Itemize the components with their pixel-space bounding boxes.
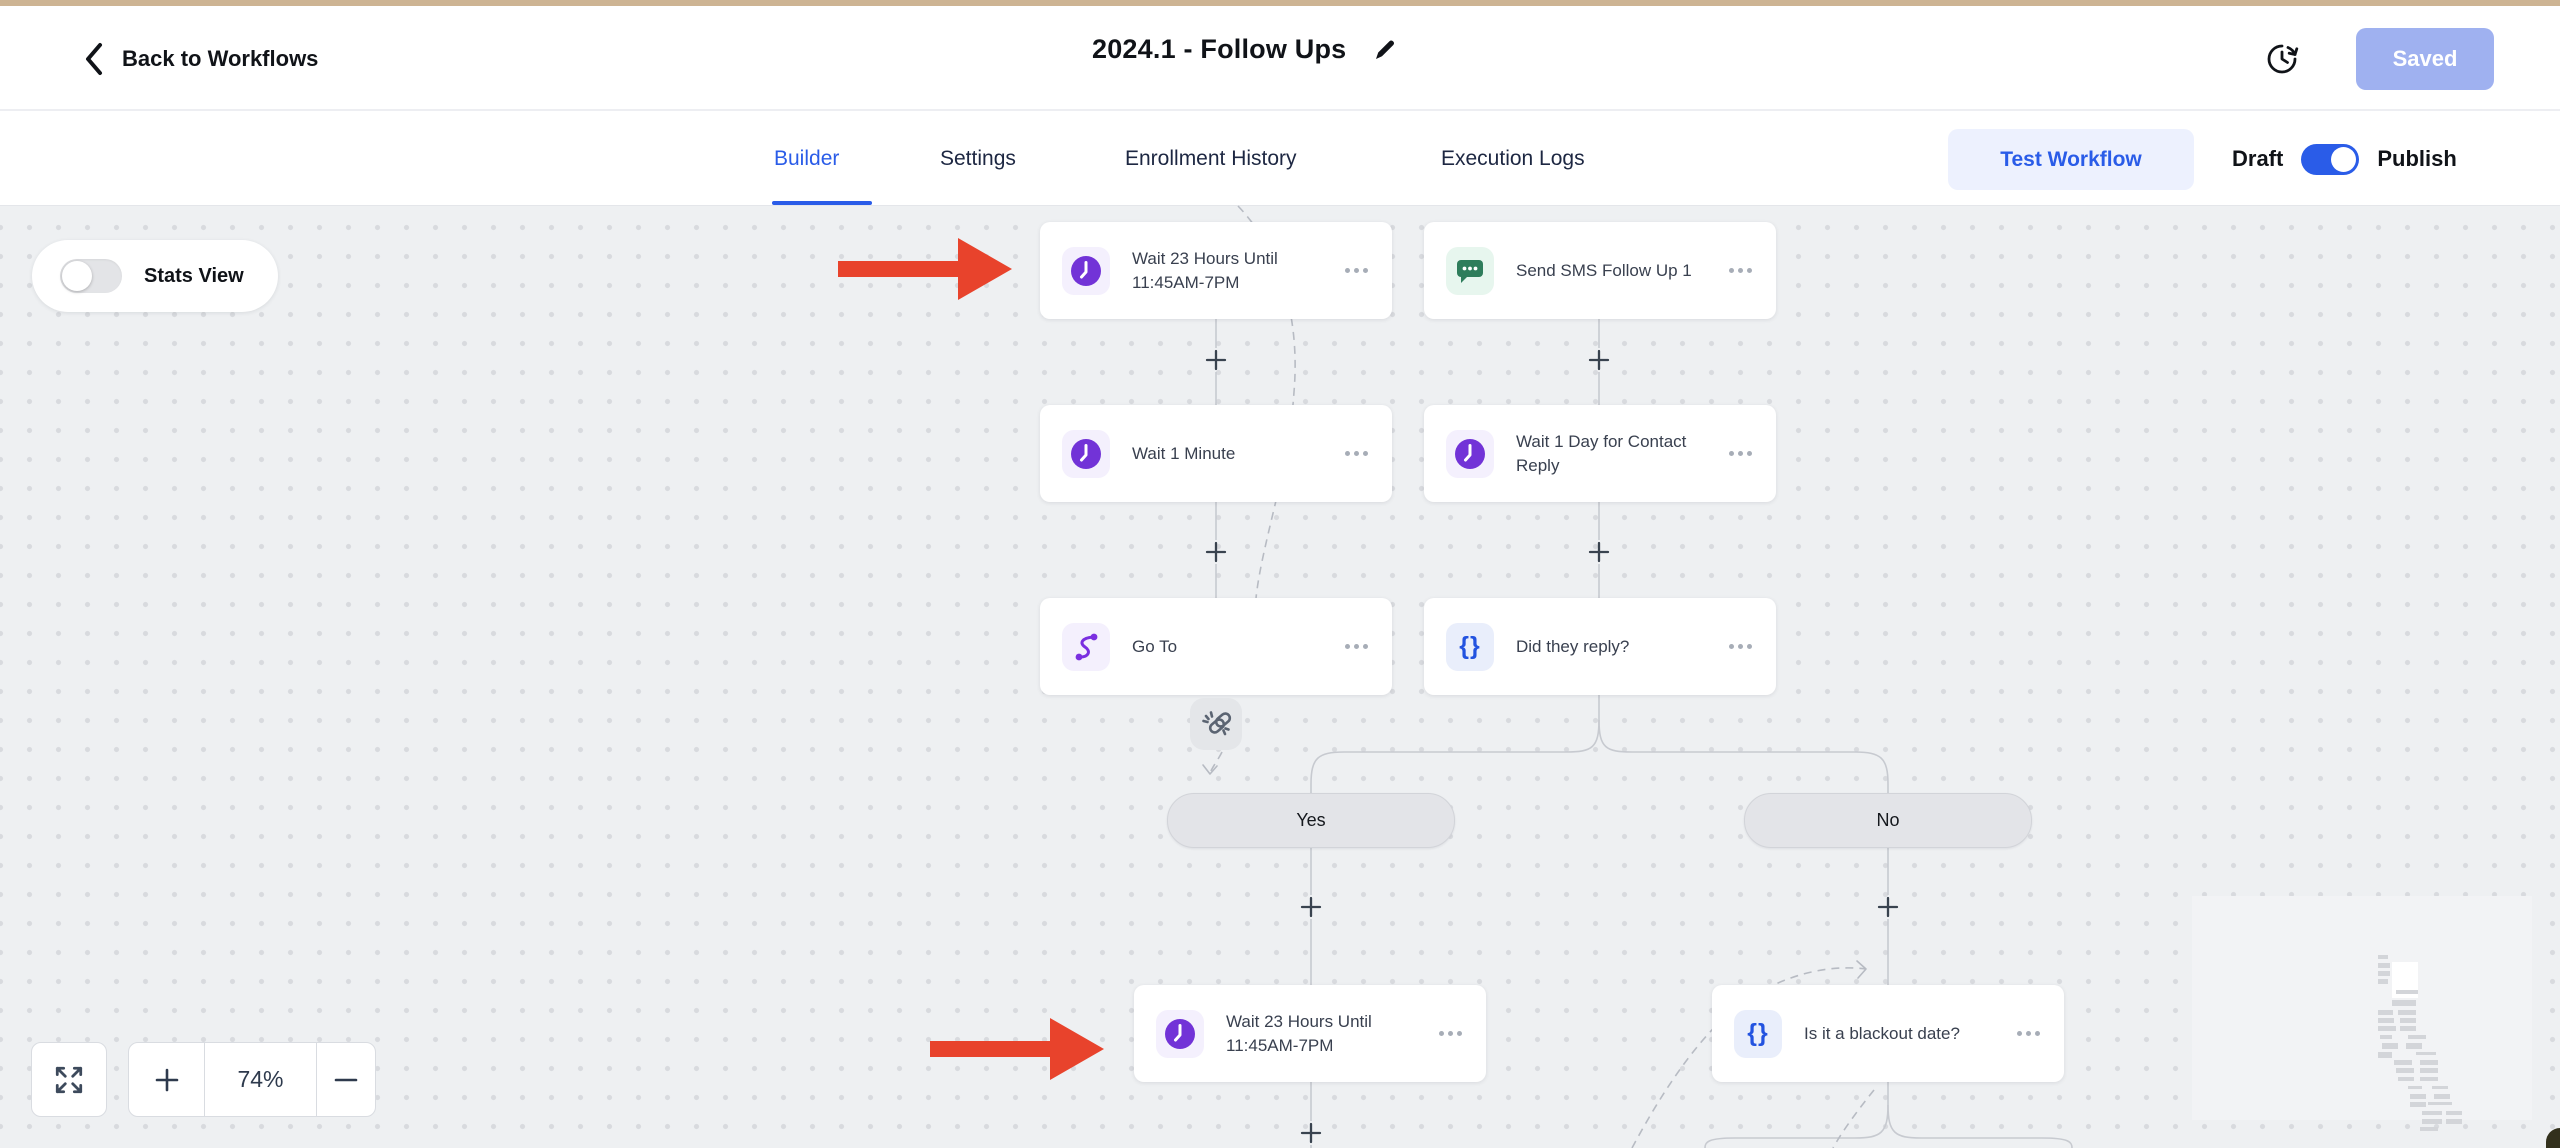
add-step-button[interactable] (1587, 540, 1611, 564)
route-icon (1062, 622, 1110, 671)
active-tab-underline (772, 201, 872, 205)
add-step-button[interactable] (1204, 348, 1228, 372)
clock-icon (1156, 1009, 1204, 1058)
publish-label: Publish (2377, 146, 2457, 171)
chevron-left-icon (86, 43, 102, 75)
node-menu-button[interactable] (1727, 445, 1754, 462)
node-go-to[interactable]: Go To (1040, 598, 1392, 695)
toggle-knob (62, 261, 92, 291)
node-label: Wait 23 Hours Until 11:45AM-7PM (1132, 248, 1278, 292)
edit-title-icon[interactable] (1372, 37, 1398, 63)
node-label: Did they reply? (1516, 636, 1630, 656)
zoom-control: 74% (128, 1042, 376, 1117)
node-wait-23-hours-top[interactable]: Wait 23 Hours Until 11:45AM-7PM (1040, 222, 1392, 319)
node-label: Wait 1 Minute (1132, 443, 1236, 463)
clock-icon (1446, 429, 1494, 478)
top-accent-strip (0, 0, 2560, 6)
add-step-button[interactable] (1587, 348, 1611, 372)
node-did-they-reply[interactable]: {} Did they reply? (1424, 598, 1776, 695)
node-menu-button[interactable] (1727, 262, 1754, 279)
toggle-knob (2331, 146, 2357, 172)
stats-view-control: Stats View (32, 240, 278, 312)
watermark-zone (2192, 896, 2532, 1120)
node-is-it-a-blackout-date[interactable]: {} Is it a blackout date? (1712, 985, 2064, 1082)
publish-toggle-group: Draft Publish (2232, 113, 2457, 205)
node-label: Wait 23 Hours Until 11:45AM-7PM (1226, 1011, 1372, 1055)
node-label: Go To (1132, 636, 1178, 656)
tab-builder[interactable]: Builder (774, 147, 840, 170)
add-step-button[interactable] (1299, 895, 1323, 919)
node-label: Wait 1 Day for Contact Reply (1516, 431, 1687, 475)
broken-link-icon (1190, 698, 1242, 750)
branch-yes[interactable]: Yes (1167, 793, 1455, 848)
zoom-in-button[interactable] (129, 1043, 205, 1116)
tab-bar: Builder Settings Enrollment History Exec… (0, 113, 2560, 205)
branch-no[interactable]: No (1744, 793, 2032, 848)
node-menu-button[interactable] (1727, 638, 1754, 655)
back-to-workflows-button[interactable]: Back to Workflows (84, 42, 318, 76)
node-menu-button[interactable] (2015, 1025, 2042, 1042)
saved-button[interactable]: Saved (2356, 28, 2494, 90)
node-menu-button[interactable] (1343, 445, 1370, 462)
zoom-out-button[interactable] (317, 1043, 375, 1116)
cursor-artifact (2546, 1128, 2560, 1148)
add-step-button[interactable] (1204, 540, 1228, 564)
fit-to-screen-button[interactable] (31, 1042, 107, 1117)
test-workflow-button[interactable]: Test Workflow (1948, 129, 2194, 190)
node-label: Send SMS Follow Up 1 (1516, 260, 1692, 280)
workflow-title: 2024.1 - Follow Ups (1092, 34, 1347, 64)
node-send-sms-follow-up-1[interactable]: Send SMS Follow Up 1 (1424, 222, 1776, 319)
clock-icon (1062, 429, 1110, 478)
braces-icon: {} (1734, 1009, 1782, 1058)
sms-icon (1446, 246, 1494, 295)
node-label: Is it a blackout date? (1804, 1023, 1960, 1043)
add-step-button[interactable] (1876, 895, 1900, 919)
node-menu-button[interactable] (1437, 1025, 1464, 1042)
tab-settings[interactable]: Settings (940, 147, 1016, 170)
zoom-level: 74% (205, 1043, 317, 1116)
tab-execution-logs[interactable]: Execution Logs (1441, 147, 1585, 170)
node-menu-button[interactable] (1343, 262, 1370, 279)
node-menu-button[interactable] (1343, 638, 1370, 655)
stats-view-label: Stats View (144, 264, 244, 287)
add-step-button[interactable] (1299, 1121, 1323, 1145)
clock-icon (1062, 246, 1110, 295)
header: Back to Workflows 2024.1 - Follow Ups Sa… (0, 6, 2560, 111)
braces-icon: {} (1446, 622, 1494, 671)
version-history-icon[interactable] (2264, 41, 2300, 77)
tab-enrollment-history[interactable]: Enrollment History (1125, 147, 1297, 170)
node-wait-1-day-contact-reply[interactable]: Wait 1 Day for Contact Reply (1424, 405, 1776, 502)
header-actions: Saved (2264, 28, 2494, 90)
title-area: 2024.1 - Follow Ups (1092, 34, 1398, 65)
back-label: Back to Workflows (122, 46, 319, 71)
stats-view-toggle[interactable] (60, 259, 122, 293)
publish-toggle[interactable] (2301, 143, 2360, 175)
node-wait-1-minute[interactable]: Wait 1 Minute (1040, 405, 1392, 502)
draft-label: Draft (2232, 146, 2284, 171)
expand-icon (55, 1066, 83, 1093)
node-wait-23-hours-bottom[interactable]: Wait 23 Hours Until 11:45AM-7PM (1134, 985, 1486, 1082)
